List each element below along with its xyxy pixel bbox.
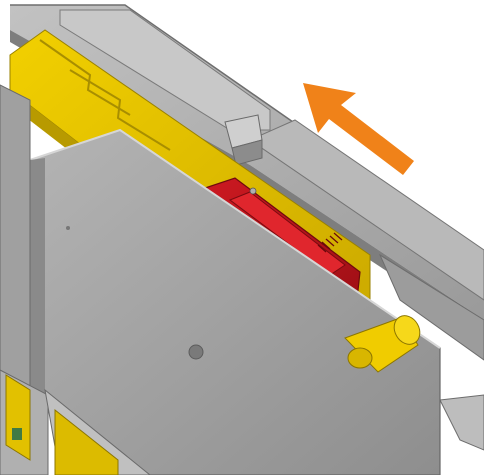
handle-knob	[344, 315, 421, 373]
panel-hole	[188, 344, 204, 360]
front-panel	[29, 128, 441, 475]
lower-yellow-part	[5, 374, 119, 475]
direction-arrow	[303, 83, 414, 175]
housing-rail	[224, 114, 484, 451]
label-icon	[12, 428, 22, 440]
clip-teeth	[317, 232, 343, 253]
